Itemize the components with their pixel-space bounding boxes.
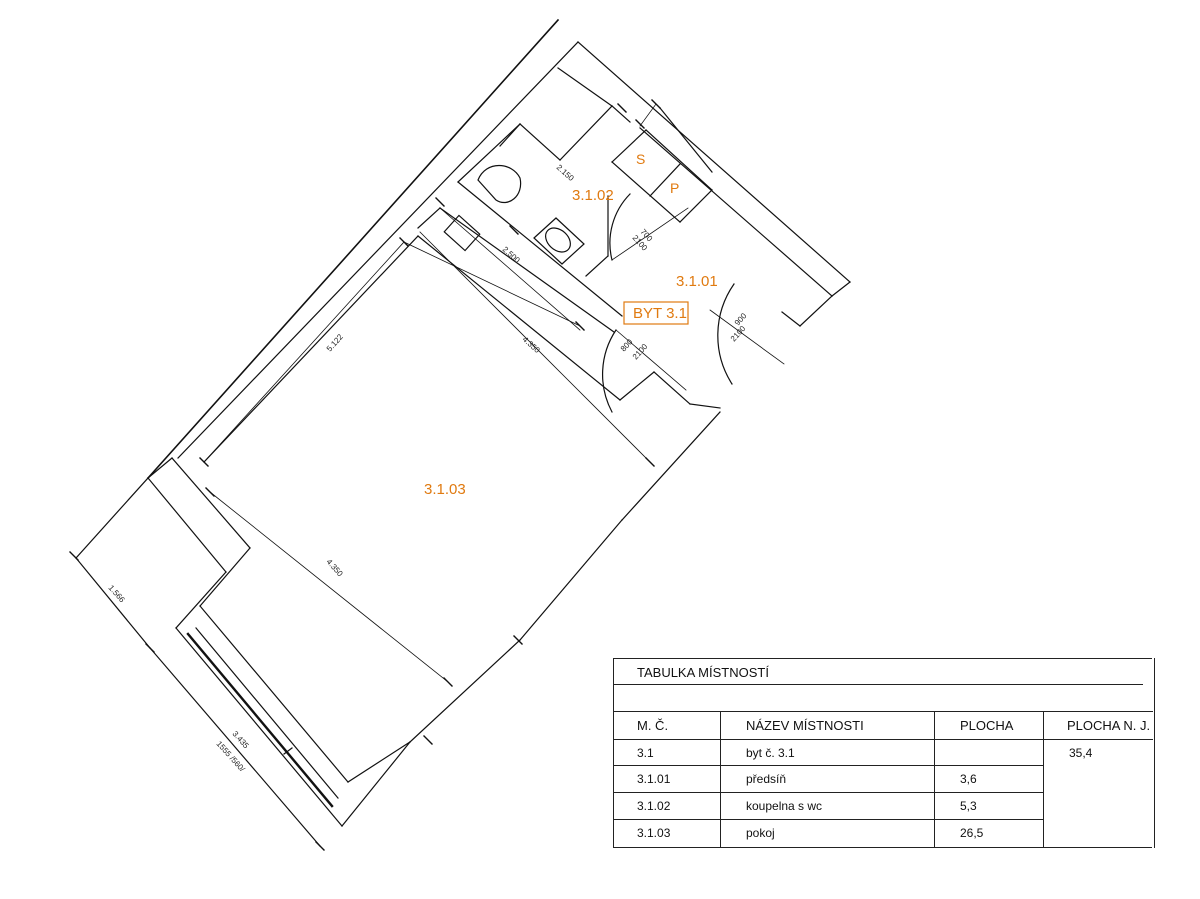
header-room-number: M. Č. bbox=[637, 718, 669, 733]
header-unit-area: PLOCHA N. J. bbox=[1067, 718, 1151, 733]
room-label-3-1-01: 3.1.01 bbox=[676, 273, 718, 290]
shaft-label-s: S bbox=[636, 151, 645, 167]
header-area: PLOCHA bbox=[960, 718, 1014, 733]
room-table: TABULKA MÍSTNOSTÍ M. Č. NÁZEV MÍSTNOSTI … bbox=[613, 658, 1155, 848]
bath-door-arc bbox=[609, 193, 631, 261]
unit-label-box bbox=[623, 301, 689, 325]
dim-5122: 5.122 bbox=[325, 332, 345, 353]
dim-4350-top: 4.350 bbox=[521, 335, 542, 355]
washbasin-icon bbox=[443, 214, 481, 252]
table-row-unit-area: 35,4 bbox=[1069, 746, 1093, 760]
table-row-name: předsíň bbox=[746, 772, 787, 786]
unit-label: BYT 3.1 bbox=[633, 305, 687, 322]
dim-2150: 2.150 bbox=[555, 163, 576, 183]
table-frame bbox=[613, 658, 1152, 848]
door-room-width: 800 bbox=[619, 337, 635, 353]
table-row-area: 3,6 bbox=[960, 772, 977, 786]
room-label-3-1-02: 3.1.02 bbox=[572, 187, 614, 204]
table-title: TABULKA MÍSTNOSTÍ bbox=[637, 665, 769, 680]
exterior-wall-line bbox=[146, 18, 560, 480]
dim-1566: 1.566 bbox=[107, 583, 127, 604]
dim-3435: 3.435 bbox=[231, 729, 251, 750]
toilet-icon bbox=[477, 165, 522, 204]
table-row: 3.1.01 bbox=[637, 772, 671, 786]
table-row-area: 26,5 bbox=[960, 826, 984, 840]
table-row: 3.1.02 bbox=[637, 799, 671, 813]
table-row-area: 5,3 bbox=[960, 799, 977, 813]
table-row: 3.1 bbox=[637, 746, 654, 760]
dim-2500: 2.500 bbox=[501, 245, 522, 265]
header-room-name: NÁZEV MÍSTNOSTI bbox=[746, 718, 864, 733]
shaft-label-p: P bbox=[670, 180, 679, 196]
entry-door-arc bbox=[717, 283, 735, 385]
table-row: 3.1.03 bbox=[637, 826, 671, 840]
dim-4350-mid: 4.350 bbox=[325, 557, 345, 578]
room-door-arc bbox=[602, 329, 617, 413]
bathtub-icon bbox=[533, 217, 585, 265]
table-row-name: byt č. 3.1 bbox=[746, 746, 795, 760]
table-row-name: koupelna s wc bbox=[746, 799, 823, 813]
room-label-3-1-03: 3.1.03 bbox=[424, 481, 466, 498]
table-row-name: pokoj bbox=[746, 826, 775, 840]
door-entry-height: 2100 bbox=[729, 324, 748, 344]
